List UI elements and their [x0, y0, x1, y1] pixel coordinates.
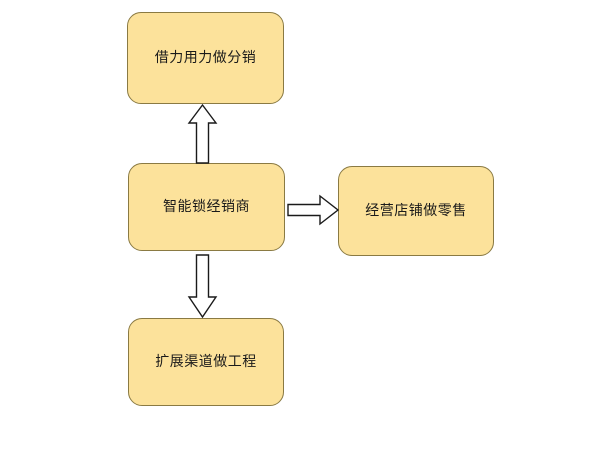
arrow-up-shape — [187, 103, 218, 164]
flowchart-node-bottom[interactable]: 扩展渠道做工程 — [128, 318, 284, 406]
flowchart-node-right[interactable]: 经营店铺做零售 — [338, 166, 494, 256]
flowchart-node-bottom-label: 扩展渠道做工程 — [155, 353, 257, 370]
flowchart-node-center-label: 智能锁经销商 — [163, 198, 250, 215]
arrow-right-icon — [287, 194, 340, 226]
flowchart-node-center[interactable]: 智能锁经销商 — [128, 163, 285, 251]
arrow-down-icon — [187, 254, 218, 319]
flowchart-node-top-label: 借力用力做分销 — [154, 49, 257, 66]
arrow-down-shape — [187, 254, 218, 319]
flowchart-node-top[interactable]: 借力用力做分销 — [127, 12, 284, 104]
arrow-up-icon — [187, 103, 218, 164]
flowchart-node-right-label: 经营店铺做零售 — [365, 202, 467, 219]
arrow-right-shape — [287, 194, 340, 226]
